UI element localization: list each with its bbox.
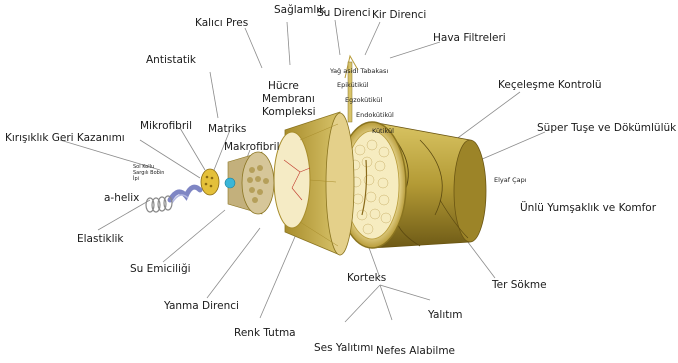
label-su-direnci: Su Direnci bbox=[317, 8, 371, 19]
label-hucre-line3: Kompleksi bbox=[262, 106, 322, 119]
label-yalitim: Yalıtım bbox=[428, 310, 463, 321]
label-sol-kollu-bobin: Sol Kollu Sargılı Bobin İpi bbox=[133, 165, 167, 182]
label-nefes-alabilme: Nefes Alabilme bbox=[376, 346, 455, 357]
label-ses-yalitimi: Ses Yalıtımı bbox=[314, 343, 373, 354]
label-ter-sokme: Ter Sökme bbox=[492, 280, 547, 291]
label-hava-filtreleri: Hava Filtreleri bbox=[433, 33, 506, 44]
label-renk-tutma: Renk Tutma bbox=[234, 328, 296, 339]
label-yanma-direnci: Yanma Direnci bbox=[164, 301, 239, 312]
label-kirisiklik: Kırışıklık Geri Kazanımı bbox=[5, 133, 125, 144]
label-lif-capi: Elyaf Çapı bbox=[494, 177, 527, 184]
label-egzokutikul: Egzokütikül bbox=[345, 97, 382, 104]
label-kir-direnci: Kir Direnci bbox=[372, 10, 426, 21]
label-kalici-pres: Kalıcı Pres bbox=[195, 18, 248, 29]
label-kecelesme-kontrolu: Keçeleşme Kontrolü bbox=[498, 80, 602, 91]
label-antistatik: Antistatik bbox=[146, 55, 196, 66]
label-mikrofibril: Mikrofibril bbox=[140, 121, 192, 132]
label-hucre-line1: Hücre bbox=[262, 80, 322, 93]
label-kutikul: Kütikül bbox=[372, 128, 394, 135]
label-yag-asidi: Yağ asidi Tabakası bbox=[330, 68, 388, 75]
label-a-helix: a-helix bbox=[104, 193, 139, 204]
label-hucre-membrani-kompleksi: Hücre Membranı Kompleksi bbox=[262, 80, 322, 119]
label-su-emiciligi: Su Emiciliği bbox=[130, 264, 191, 275]
label-hucre-line2: Membranı bbox=[262, 93, 322, 106]
label-super-tuse: Süper Tuşe ve Dökümlülük bbox=[537, 123, 676, 134]
label-unlu-yumsaklik: Ünlü Yumşaklık ve Komfor bbox=[520, 203, 656, 214]
label-elastiklik: Elastiklik bbox=[77, 234, 124, 245]
label-epikutikul: Epikütikül bbox=[337, 82, 369, 89]
label-endokutikul: Endokütikül bbox=[356, 112, 394, 119]
label-korteks: Korteks bbox=[347, 273, 386, 284]
label-makrofibril: Makrofibril bbox=[224, 142, 280, 153]
label-matriks: Matriks bbox=[208, 124, 246, 135]
